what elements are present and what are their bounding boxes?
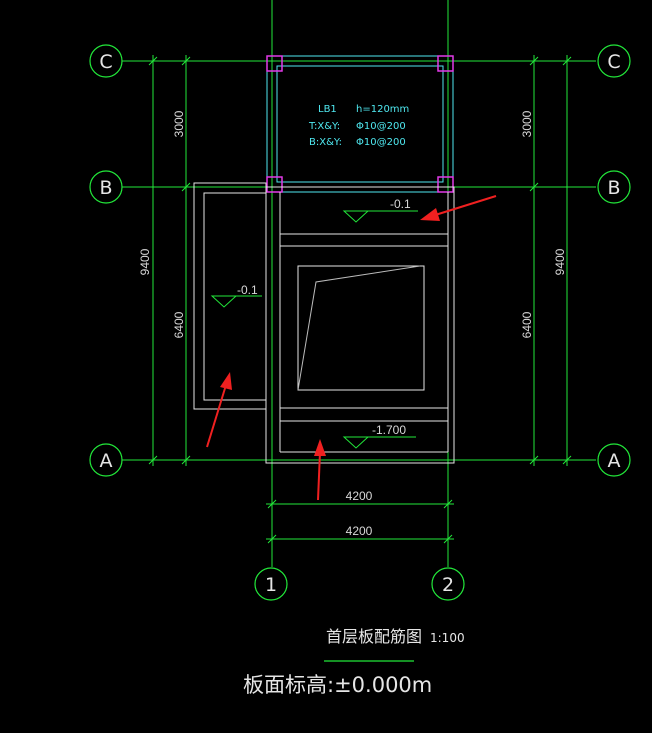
- axis-bubble-a-left: A: [89, 443, 123, 477]
- right-dimension-lines: [527, 55, 574, 466]
- axis-grid-lines: [122, 0, 596, 567]
- dim-left-bottom: 6400: [172, 311, 186, 338]
- axis-label-2: 2: [442, 574, 454, 596]
- axis-bubble-1: 1: [254, 567, 288, 601]
- axis-bubble-b-right: B: [597, 170, 631, 204]
- column-c1: [266, 55, 283, 72]
- axis-label-c-right: C: [607, 51, 620, 73]
- slab-name: LB1: [318, 104, 337, 115]
- column-b2: [437, 176, 454, 193]
- dim-bottom-2: 4200: [346, 524, 373, 538]
- elevation-left: -0.1: [237, 283, 258, 297]
- dim-right-total: 9400: [553, 248, 567, 275]
- slab-top-label: T:X&Y:: [308, 121, 340, 132]
- drawing-scale: 1:100: [430, 631, 465, 645]
- opening-diagonal: [297, 265, 421, 391]
- elevation-lower: -1.700: [372, 423, 406, 437]
- dim-left-total: 9400: [138, 248, 152, 275]
- axis-label-c-left: C: [99, 51, 112, 73]
- elevation-note: 板面标高:±0.000m: [243, 673, 432, 697]
- elevation-marker-left: -0.1: [210, 283, 262, 308]
- arrow-right-icon: [420, 195, 497, 221]
- red-arrows: [206, 195, 497, 501]
- slab-bottom-rebar: Φ10@200: [356, 137, 406, 148]
- axis-bubble-a-right: A: [597, 443, 631, 477]
- columns: [266, 55, 454, 193]
- column-b1: [266, 176, 283, 193]
- arrow-up-bottom-icon: [314, 439, 326, 501]
- walls: [193, 182, 455, 464]
- axis-bubble-2: 2: [431, 567, 465, 601]
- elevation-marker-lower: -1.700: [342, 423, 416, 449]
- dim-right-bottom: 6400: [520, 311, 534, 338]
- drawing-title: 首层板配筋图: [326, 627, 422, 646]
- slab-bottom-label: B:X&Y:: [309, 137, 342, 148]
- bottom-dimension-lines: [266, 499, 454, 544]
- axis-label-a-right: A: [608, 450, 621, 472]
- opening-outline: [297, 265, 425, 391]
- axis-bubble-b-left: B: [89, 170, 123, 204]
- dim-left-top: 3000: [172, 110, 186, 137]
- dim-bottom-1: 4200: [346, 489, 373, 503]
- lower-block-outer: [265, 186, 455, 464]
- elevation-marker-upper: -0.1: [342, 197, 418, 223]
- elevation-upper: -0.1: [390, 197, 411, 211]
- slab-thickness: h=120mm: [356, 104, 409, 115]
- column-c2: [437, 55, 454, 72]
- arrow-up-left-icon: [206, 372, 232, 448]
- axis-bubble-c-left: C: [89, 44, 123, 78]
- axis-label-b-left: B: [99, 177, 112, 199]
- left-dimension-lines: [146, 55, 193, 466]
- axis-label-b-right: B: [607, 177, 620, 199]
- axis-label-1: 1: [265, 574, 277, 596]
- slab-top-rebar: Φ10@200: [356, 121, 406, 132]
- axis-label-a-left: A: [100, 450, 113, 472]
- slab-lb1-outline: [266, 55, 454, 193]
- dim-right-top: 3000: [520, 110, 534, 137]
- axis-bubble-c-right: C: [597, 44, 631, 78]
